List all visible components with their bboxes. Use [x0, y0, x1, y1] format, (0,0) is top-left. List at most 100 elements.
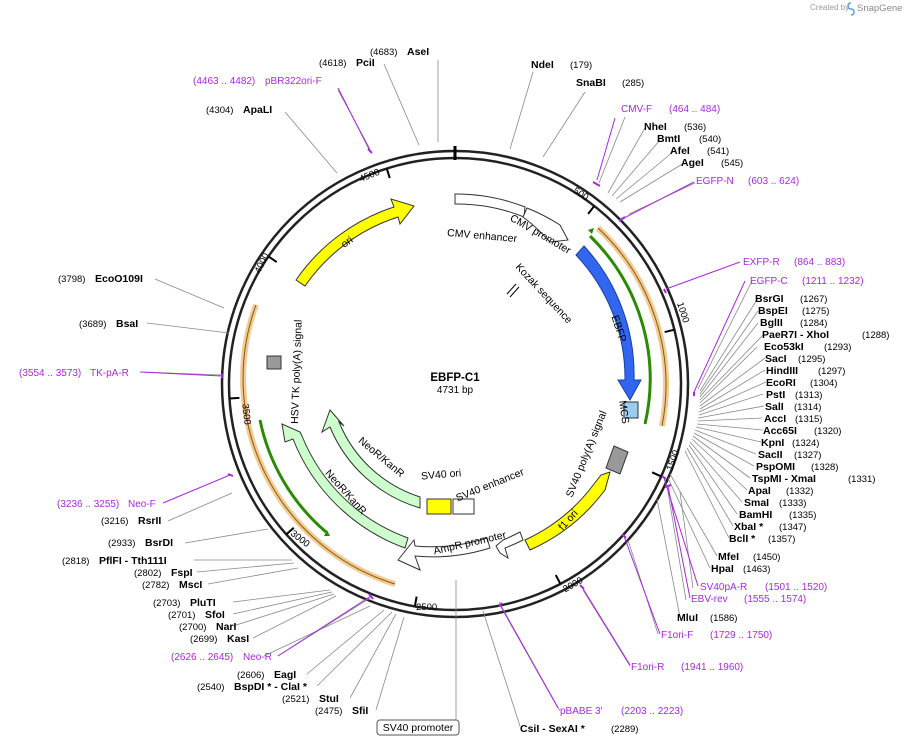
- enzyme-hindiii: HindIII: [766, 365, 798, 377]
- enzyme-saci: SacI: [765, 353, 787, 365]
- enzyme-fspi-pos: (2802): [134, 568, 161, 579]
- feature-sv40-enhancer: [452, 498, 475, 515]
- enzymes-left: (4683) AseI (4618) PciI (4304) ApaLI (37…: [58, 46, 429, 717]
- enzyme-bcli: BclI *: [729, 533, 756, 545]
- primer-labels: CMV-F (464 .. 484) EGFP-N (603 .. 624) E…: [19, 76, 864, 717]
- orange-feature-right-line: [597, 227, 667, 427]
- enzyme-asei-pos: (4683): [370, 47, 397, 58]
- enzyme-saci-pos: (1295): [798, 354, 825, 365]
- enzyme-sfii-pos: (2475): [315, 706, 342, 717]
- enzyme-nhei: NheI: [644, 121, 667, 133]
- tick-label-4000: 4000: [253, 251, 272, 275]
- enzyme-sacii-pos: (1327): [794, 450, 821, 461]
- tick-label-3500: 3500: [239, 403, 252, 425]
- feature-mcs: [623, 401, 639, 419]
- tick-label-2000: 2000: [561, 575, 585, 595]
- label-sv40-enhancer: SV40 enhancer: [454, 466, 526, 504]
- primer-sv40pa-r-range: (1501 .. 1520): [765, 582, 827, 593]
- tick-label-1500: 1500: [665, 449, 683, 473]
- enzyme-kpni-pos: (1324): [792, 438, 819, 449]
- enzyme-fspi: FspI: [171, 567, 193, 579]
- green-feature-left: [258, 419, 327, 534]
- label-mcs: MCS: [616, 400, 631, 425]
- enzymes-right: NdeI (179) SnaBI (285) NheI (536) BmtI (…: [520, 59, 889, 735]
- primer-exfp-r: EXFP-R: [743, 257, 780, 268]
- tick-label-2500: 2500: [416, 602, 437, 613]
- green-feature-right: [588, 234, 652, 425]
- enzyme-bspei-pos: (1275): [802, 306, 829, 317]
- primer-f1ori-f: F1ori-F: [661, 630, 693, 641]
- primer-pbr322ori-f: pBR322ori-F: [265, 76, 322, 87]
- enzyme-sfoi: SfoI: [205, 609, 225, 621]
- enzyme-bglii: BglII: [760, 317, 783, 329]
- enzyme-pflfi: PflFI - Tth111I: [99, 555, 167, 567]
- enzyme-bsrdi: BsrDI: [145, 537, 173, 549]
- primer-cmv-f-range: (464 .. 484): [669, 104, 720, 115]
- feature-ampr-arrow: [397, 537, 491, 571]
- enzyme-hpai: HpaI: [711, 563, 734, 575]
- enzyme-pspomi: PspOMI: [756, 461, 795, 473]
- tick-mark-1000: [664, 328, 675, 334]
- primer-egfp-n-range: (603 .. 624): [748, 176, 799, 187]
- orange-feature-left-line: [242, 304, 396, 585]
- enzyme-hpai-pos: (1463): [743, 564, 770, 575]
- feature-f1-ori: [524, 471, 611, 551]
- enzyme-kasi-pos: (2699): [190, 634, 217, 645]
- enzyme-paer7i-xhoi: PaeR7I - XhoI: [762, 329, 829, 341]
- tick-mark-1500: [651, 471, 662, 478]
- enzyme-xbai-pos: (1347): [779, 522, 806, 533]
- enzyme-sali-pos: (1314): [794, 402, 821, 413]
- label-kozak: Kozak sequence: [513, 261, 575, 326]
- primer-cmv-f: CMV-F: [621, 104, 652, 115]
- tick-mark-2000: [554, 574, 562, 585]
- enzyme-apai: ApaI: [748, 485, 771, 497]
- brand-text: SnapGene: [857, 3, 902, 14]
- enzyme-pluti-pos: (2703): [153, 598, 180, 609]
- enzyme-bsai-pos: (3689): [79, 319, 106, 330]
- enzyme-bcli-pos: (1357): [768, 534, 795, 545]
- enzyme-eco109-pos: (3798): [58, 274, 85, 285]
- enzyme-stui: StuI: [319, 693, 339, 705]
- primer-egfp-n: EGFP-N: [696, 176, 734, 187]
- feature-ampr-promoter: [495, 531, 524, 560]
- enzyme-kasi: KasI: [227, 633, 249, 645]
- enzyme-pluti: PluTI: [190, 597, 216, 609]
- enzyme-agei-pos: (545): [721, 158, 743, 169]
- feature-neor-kanr-outer: [281, 423, 409, 549]
- primer-f1ori-r: F1ori-R: [631, 662, 664, 673]
- enzyme-bmti-pos: (540): [699, 134, 721, 145]
- enzyme-asei: AseI: [407, 46, 429, 58]
- primer-sv40pa-r: SV40pA-R: [700, 582, 747, 593]
- label-ori: ori: [339, 234, 355, 251]
- primer-pbabe3-range: (2203 .. 2223): [621, 706, 683, 717]
- enzyme-sali: SalI: [765, 401, 784, 413]
- feature-sv40-polya: [605, 445, 629, 475]
- position-ticks: [229, 168, 675, 607]
- enzyme-bsrgi-pos: (1267): [800, 294, 827, 305]
- tick-mark-3500: [229, 396, 240, 400]
- primer-pbr322ori-f-range: (4463 .. 4482): [193, 76, 255, 87]
- sv40-promoter-label: SV40 promoter: [383, 722, 454, 734]
- enzyme-apai-pos: (1332): [786, 486, 813, 497]
- plasmid-length: 4731 bp: [437, 385, 474, 396]
- enzyme-eagi-pos: (2606): [237, 670, 264, 681]
- enzyme-ecori: EcoRI: [766, 377, 796, 389]
- primer-ebv-rev: EBV-rev: [691, 594, 728, 605]
- tick-mark-500: [587, 205, 596, 215]
- enzyme-nhei-pos: (536): [684, 122, 706, 133]
- primer-neo-r-range: (2626 .. 2645): [171, 652, 233, 663]
- enzyme-ndei: NdeI: [531, 59, 554, 71]
- enzyme-pflfi-pos: (2818): [62, 556, 89, 567]
- enzyme-msci-pos: (2782): [142, 580, 169, 591]
- enzyme-ndei-pos: (179): [570, 60, 592, 71]
- enzyme-bsrgi: BsrGI: [755, 293, 784, 305]
- enzyme-sacii: SacII: [758, 449, 783, 461]
- tick-mark-2500: [413, 596, 418, 607]
- plasmid-name: EBFP-C1: [430, 372, 480, 384]
- tick-mark-4500: [385, 168, 391, 179]
- kozak-mark-b: [509, 286, 520, 298]
- enzyme-eco53ki: Eco53kI: [764, 341, 804, 353]
- label-sv40-ori: SV40 ori: [421, 467, 462, 482]
- primer-tk-pa-r-range: (3554 .. 3573): [19, 368, 81, 379]
